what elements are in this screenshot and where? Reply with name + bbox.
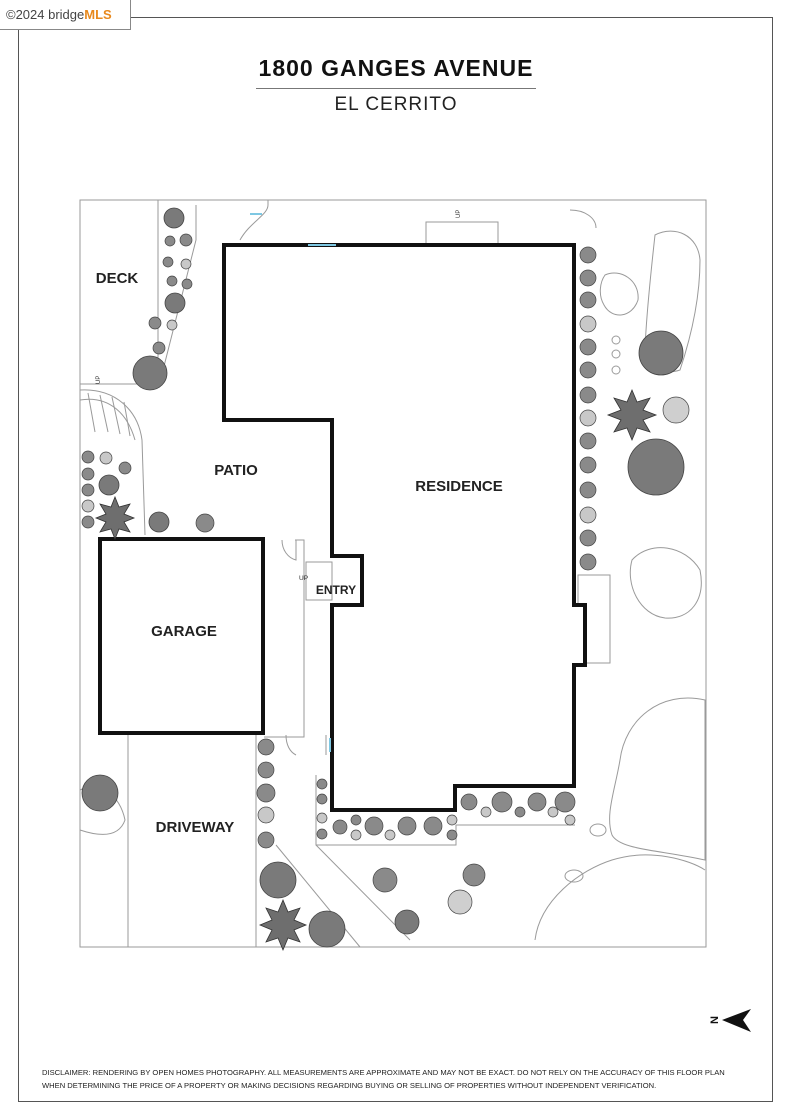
tree-icon	[308, 910, 346, 948]
watermark-text: ©2024 bridge	[6, 7, 85, 22]
disclaimer: DISCLAIMER: RENDERING BY OPEN HOMES PHOT…	[42, 1066, 752, 1092]
tree-icon	[627, 438, 685, 496]
stair-up-label-deck: UP	[96, 376, 102, 384]
north-arrow-icon: N	[709, 1009, 751, 1032]
page-subtitle: EL CERRITO	[334, 94, 458, 115]
garage-outline	[98, 537, 265, 735]
room-label-residence: RESIDENCE	[415, 478, 503, 495]
deck-structure	[79, 200, 197, 536]
room-label-patio: PATIO	[214, 462, 258, 479]
tree-icon	[638, 330, 684, 376]
tree-icon	[81, 774, 119, 812]
page-frame	[18, 17, 773, 1102]
disclaimer-line-1: DISCLAIMER: RENDERING BY OPEN HOMES PHOT…	[42, 1068, 725, 1077]
tree-icon	[163, 207, 185, 229]
page-title: 1800 GANGES AVENUE	[258, 55, 534, 81]
room-label-entry: ENTRY	[316, 583, 356, 597]
stair-up-label-rear: UP	[456, 210, 462, 218]
room-label-deck: DECK	[96, 270, 139, 287]
title-divider	[256, 88, 536, 89]
tree-icon	[394, 909, 420, 935]
tree-icon	[259, 861, 297, 899]
watermark-brand: MLS	[84, 7, 112, 22]
lot-boundary	[79, 199, 707, 948]
tree-icon	[98, 474, 120, 496]
shrub-icon	[258, 898, 308, 952]
spiky-shrubs	[94, 388, 658, 952]
shrub-icon	[94, 495, 136, 541]
shrub-icon	[606, 388, 658, 442]
room-label-garage: GARAGE	[151, 623, 217, 640]
tree-icon	[164, 292, 186, 314]
trees	[81, 207, 685, 948]
residence-outline	[222, 243, 587, 812]
door-swings	[281, 539, 327, 756]
disclaimer-line-2: WHEN DETERMINING THE PRICE OF A PROPERTY…	[42, 1081, 657, 1090]
tree-icon	[148, 511, 170, 533]
stair-up-label-entry: UP	[299, 575, 308, 582]
north-label: N	[709, 1016, 721, 1024]
room-label-driveway: DRIVEWAY	[156, 819, 235, 836]
walkways	[127, 200, 611, 948]
tree-icon	[132, 355, 168, 391]
small-shrubs	[81, 233, 690, 915]
